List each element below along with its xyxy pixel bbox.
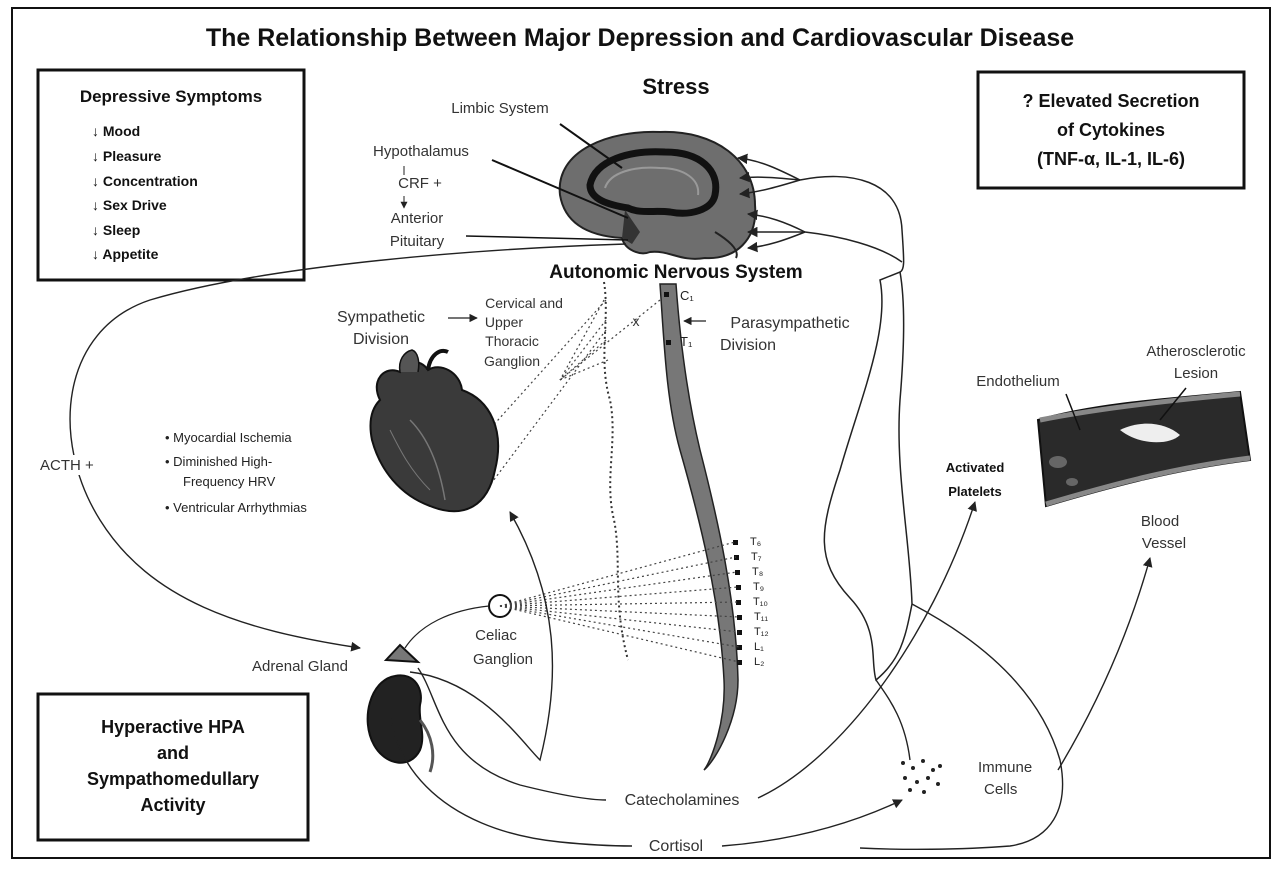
depressive-symptoms-box: Depressive Symptoms ↓ Mood ↓ Pleasure ↓ … — [38, 70, 304, 280]
hpa-line1: Hyperactive HPA — [101, 717, 245, 737]
effect-ventricular-arrhythmias: • Ventricular Arrhythmias — [165, 500, 307, 515]
vessel-label: Vessel — [1142, 535, 1186, 552]
hpa-activity-box: Hyperactive HPA and Sympathomedullary Ac… — [38, 694, 308, 840]
parasympathetic-label: Parasympathetic — [730, 315, 849, 332]
spinal-level-t7: T₇ — [751, 551, 762, 563]
sympathetic-label: Sympathetic — [337, 309, 425, 326]
parasympathetic-division-label: Division — [720, 337, 776, 354]
symptom-appetite: ↓ Appetite — [92, 246, 159, 262]
ans-title: Autonomic Nervous System — [549, 262, 802, 283]
cervical-label: Cervical and — [485, 295, 563, 311]
symptom-concentration: ↓ Concentration — [92, 173, 198, 189]
hpa-line4: Activity — [140, 795, 205, 815]
cytokines-box: ? Elevated Secretion of Cytokines (TNF-α… — [978, 72, 1244, 188]
cortisol-to-immune-arrow — [722, 800, 902, 846]
spinal-level-t12: T₁₂ — [754, 626, 769, 638]
adrenal-kidney-illustration — [368, 645, 433, 772]
blood-label: Blood — [1141, 513, 1179, 530]
pituitary-label: Pituitary — [390, 233, 445, 250]
platelets-label: Platelets — [948, 484, 1001, 499]
atherosclerotic-label: Atherosclerotic — [1146, 343, 1246, 360]
effect-myocardial-ischemia: • Myocardial Ischemia — [165, 430, 292, 445]
hpa-line2: and — [157, 743, 189, 763]
catecholamine-path — [418, 668, 606, 800]
cytokines-line1: ? Elevated Secretion — [1022, 91, 1199, 111]
cortisol-path — [389, 680, 632, 846]
sympathetic-division-label: Division — [353, 331, 409, 348]
symptom-pleasure: ↓ Pleasure — [92, 148, 161, 164]
c1-label: C₁ — [680, 288, 694, 303]
endothelium-label: Endothelium — [976, 373, 1059, 390]
celiac-label: Celiac — [475, 627, 517, 644]
x-marker: x — [633, 313, 640, 329]
crf-label: CRF + — [398, 175, 442, 192]
symptom-sex-drive: ↓ Sex Drive — [92, 197, 167, 213]
symptom-sleep: ↓ Sleep — [92, 222, 140, 238]
symptom-mood: ↓ Mood — [92, 123, 140, 139]
diagram-title: The Relationship Between Major Depressio… — [206, 24, 1074, 52]
t1-label: T₁ — [680, 334, 693, 349]
anterior-label: Anterior — [391, 210, 444, 227]
cortisol-label: Cortisol — [649, 838, 703, 855]
immune-label: Immune — [978, 759, 1032, 776]
heart-illustration — [370, 350, 498, 511]
upper-label: Upper — [485, 314, 523, 330]
spinal-level-t8: T₈ — [752, 566, 763, 578]
hpa-line3: Sympathomedullary — [87, 769, 259, 789]
spinal-level-t6: T₆ — [750, 536, 761, 548]
cytokines-line2: of Cytokines — [1057, 120, 1165, 140]
spinal-level-t9: T₉ — [753, 581, 764, 593]
cytokine-feedback-arrows — [738, 158, 904, 272]
effect-diminished-hrv: • Diminished High- — [165, 454, 272, 469]
spinal-level-t10: T₁₀ — [753, 596, 768, 608]
spinal-cord — [660, 284, 738, 770]
catecholamines-label: Catecholamines — [625, 792, 740, 809]
celiac-ganglion-label: Ganglion — [473, 651, 533, 668]
immune-to-vessel-arrow — [1058, 558, 1150, 770]
limbic-system-label: Limbic System — [451, 100, 549, 117]
depressive-symptoms-heading: Depressive Symptoms — [80, 87, 262, 106]
hypothalamus-label: Hypothalamus — [373, 143, 469, 160]
thoracic-label: Thoracic — [485, 333, 539, 349]
spinal-level-l2: L₂ — [754, 656, 764, 668]
activated-label: Activated — [946, 460, 1005, 475]
stress-label: Stress — [642, 74, 709, 99]
sympathetic-chain — [604, 282, 628, 660]
cytokines-line3: (TNF-α, IL-1, IL-6) — [1037, 149, 1185, 169]
immune-cells-dots — [901, 759, 942, 794]
cells-label: Cells — [984, 781, 1017, 798]
acth-label: ACTH + — [40, 457, 94, 474]
blood-vessel-illustration — [1038, 392, 1250, 506]
cytokine-signal-pathway — [824, 272, 912, 680]
spinal-level-l1: L₁ — [754, 641, 764, 653]
lesion-label: Lesion — [1174, 365, 1218, 382]
effect-frequency-hrv: Frequency HRV — [183, 474, 276, 489]
spinal-level-t11: T₁₁ — [754, 611, 768, 623]
adrenal-gland-label: Adrenal Gland — [252, 658, 348, 675]
ganglion-label: Ganglion — [484, 353, 540, 369]
